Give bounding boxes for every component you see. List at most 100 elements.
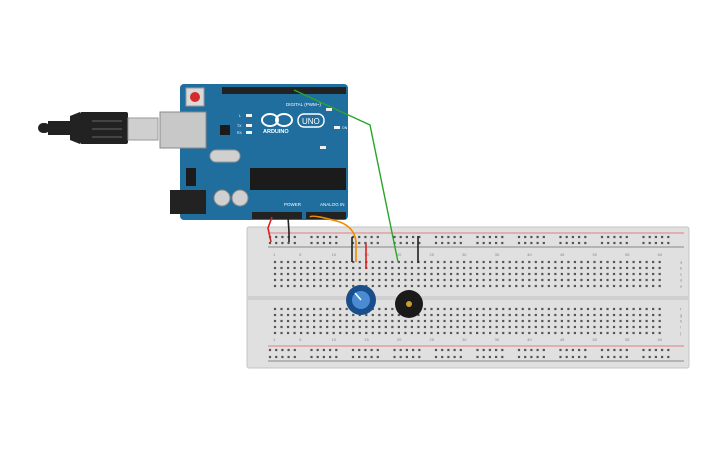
breadboard-hole[interactable]	[508, 278, 511, 282]
breadboard-hole[interactable]	[645, 331, 648, 335]
breadboard-hole[interactable]	[488, 241, 491, 245]
breadboard-hole[interactable]	[625, 355, 628, 359]
breadboard-hole[interactable]	[339, 319, 342, 323]
breadboard-hole[interactable]	[554, 278, 557, 282]
breadboard-hole[interactable]	[654, 355, 657, 359]
breadboard-hole[interactable]	[619, 313, 622, 317]
breadboard-hole[interactable]	[417, 284, 420, 288]
breadboard-hole[interactable]	[482, 272, 485, 276]
breadboard-hole[interactable]	[436, 284, 440, 288]
breadboard-hole[interactable]	[612, 266, 616, 270]
breadboard-hole[interactable]	[351, 241, 355, 245]
breadboard-hole[interactable]	[524, 241, 527, 245]
breadboard-hole[interactable]	[613, 355, 616, 359]
breadboard-hole[interactable]	[275, 355, 278, 359]
breadboard-hole[interactable]	[654, 348, 657, 352]
breadboard-hole[interactable]	[453, 241, 456, 245]
breadboard-hole[interactable]	[449, 313, 453, 317]
breadboard-hole[interactable]	[352, 278, 355, 282]
breadboard-hole[interactable]	[586, 307, 590, 311]
breadboard-hole[interactable]	[378, 272, 381, 276]
breadboard-hole[interactable]	[625, 278, 629, 282]
breadboard-hole[interactable]	[319, 325, 322, 329]
breadboard-hole[interactable]	[281, 241, 284, 245]
breadboard-hole[interactable]	[371, 266, 374, 270]
breadboard-hole[interactable]	[352, 313, 355, 317]
breadboard-hole[interactable]	[645, 313, 648, 317]
breadboard-hole[interactable]	[495, 319, 498, 323]
breadboard-hole[interactable]	[593, 325, 596, 329]
breadboard-hole[interactable]	[521, 313, 524, 317]
breadboard-hole[interactable]	[554, 325, 557, 329]
breadboard-hole[interactable]	[293, 355, 296, 359]
breadboard-hole[interactable]	[417, 272, 420, 276]
breadboard-hole[interactable]	[273, 278, 277, 282]
breadboard-hole[interactable]	[565, 241, 568, 245]
breadboard-hole[interactable]	[405, 241, 408, 245]
breadboard-hole[interactable]	[536, 355, 539, 359]
breadboard-hole[interactable]	[286, 319, 290, 323]
breadboard-hole[interactable]	[521, 278, 524, 282]
breadboard-hole[interactable]	[423, 313, 427, 317]
breadboard-hole[interactable]	[299, 272, 303, 276]
breadboard-hole[interactable]	[306, 325, 309, 329]
breadboard-hole[interactable]	[316, 235, 319, 239]
breadboard-hole[interactable]	[542, 348, 545, 352]
breadboard-hole[interactable]	[423, 284, 427, 288]
breadboard-hole[interactable]	[299, 313, 303, 317]
breadboard-hole[interactable]	[645, 272, 648, 276]
breadboard-hole[interactable]	[391, 272, 394, 276]
breadboard-hole[interactable]	[476, 313, 479, 317]
breadboard-hole[interactable]	[441, 355, 444, 359]
breadboard-hole[interactable]	[364, 348, 367, 352]
breadboard-hole[interactable]	[567, 260, 570, 264]
breadboard-hole[interactable]	[273, 319, 277, 323]
breadboard-hole[interactable]	[453, 355, 456, 359]
breadboard-hole[interactable]	[456, 307, 459, 311]
breadboard-hole[interactable]	[423, 331, 427, 335]
breadboard-hole[interactable]	[378, 331, 381, 335]
breadboard-hole[interactable]	[436, 307, 440, 311]
breadboard-hole[interactable]	[502, 325, 505, 329]
breadboard-hole[interactable]	[404, 319, 407, 323]
breadboard-hole[interactable]	[517, 241, 521, 245]
breadboard-hole[interactable]	[430, 325, 433, 329]
breadboard-hole[interactable]	[273, 331, 277, 335]
breadboard-hole[interactable]	[391, 319, 394, 323]
breadboard-hole[interactable]	[645, 325, 648, 329]
breadboard-hole[interactable]	[293, 284, 296, 288]
breadboard-hole[interactable]	[559, 235, 562, 239]
breadboard-hole[interactable]	[606, 260, 609, 264]
breadboard-hole[interactable]	[313, 325, 316, 329]
breadboard-hole[interactable]	[560, 331, 563, 335]
breadboard-hole[interactable]	[358, 313, 361, 317]
breadboard-hole[interactable]	[456, 313, 459, 317]
breadboard-hole[interactable]	[612, 325, 616, 329]
breadboard-hole[interactable]	[560, 307, 563, 311]
breadboard-hole[interactable]	[586, 325, 590, 329]
breadboard-hole[interactable]	[501, 241, 504, 245]
breadboard-hole[interactable]	[652, 272, 655, 276]
breadboard-hole[interactable]	[456, 331, 459, 335]
breadboard-hole[interactable]	[326, 325, 329, 329]
breadboard-hole[interactable]	[443, 331, 446, 335]
breadboard-hole[interactable]	[625, 284, 629, 288]
breadboard-hole[interactable]	[508, 313, 511, 317]
breadboard-hole[interactable]	[580, 260, 583, 264]
breadboard-hole[interactable]	[489, 266, 492, 270]
breadboard-hole[interactable]	[449, 260, 453, 264]
breadboard-hole[interactable]	[639, 284, 642, 288]
breadboard-hole[interactable]	[476, 272, 479, 276]
breadboard-hole[interactable]	[339, 284, 342, 288]
breadboard-hole[interactable]	[639, 313, 642, 317]
breadboard-hole[interactable]	[319, 307, 322, 311]
breadboard-hole[interactable]	[508, 260, 511, 264]
breadboard-hole[interactable]	[517, 348, 521, 352]
breadboard-hole[interactable]	[573, 307, 577, 311]
breadboard-hole[interactable]	[560, 313, 563, 317]
breadboard-hole[interactable]	[502, 319, 505, 323]
breadboard-hole[interactable]	[541, 284, 544, 288]
breadboard-hole[interactable]	[332, 272, 335, 276]
breadboard-hole[interactable]	[645, 284, 648, 288]
breadboard-hole[interactable]	[306, 260, 309, 264]
